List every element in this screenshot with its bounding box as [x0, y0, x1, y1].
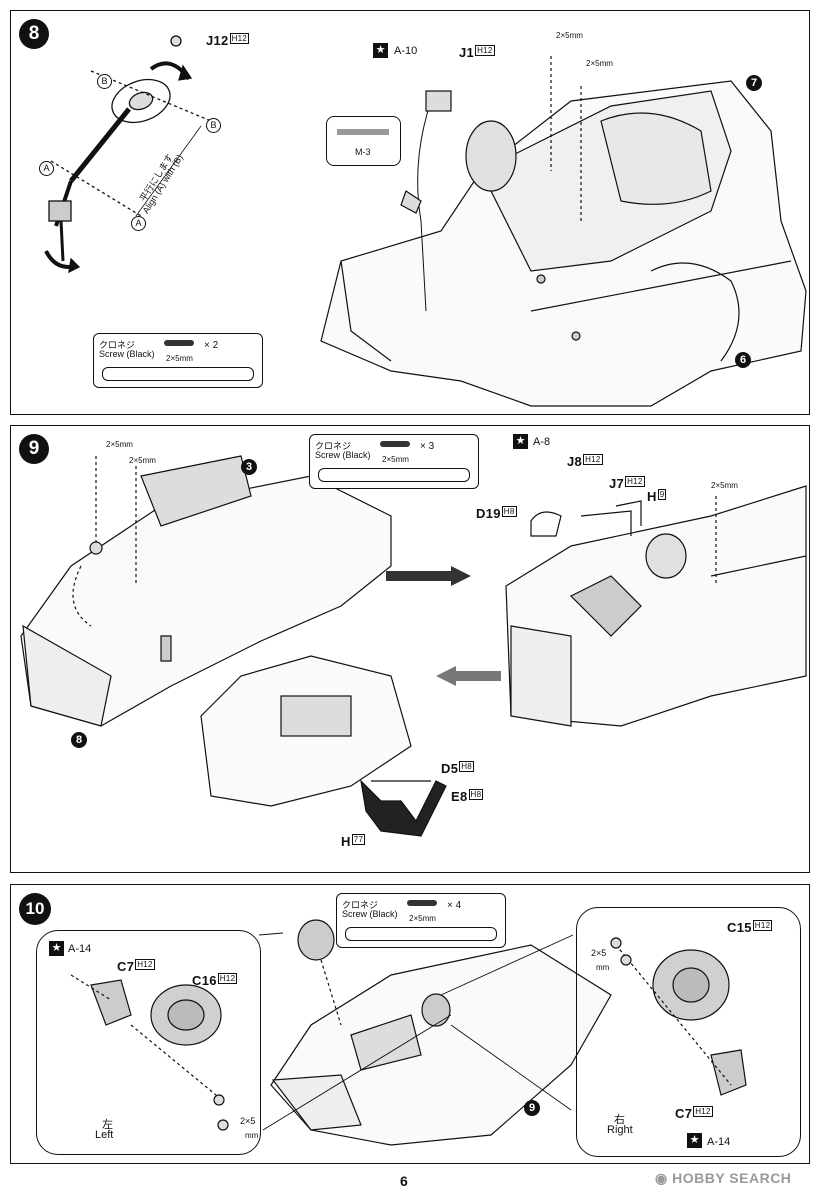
screw-size: 2×5mm — [166, 354, 193, 363]
screw-jp: クロネジ — [315, 441, 352, 451]
ref-step-7: 7 — [746, 75, 762, 91]
marker-a-left: A — [39, 161, 54, 176]
screw-en: Screw (Black) — [342, 909, 398, 919]
watermark: ◉ HOBBY SEARCH — [655, 1170, 791, 1187]
screw-size-label: 2×5mm — [129, 456, 156, 465]
watermark-text: HOBBY SEARCH — [672, 1170, 792, 1186]
part-c15: C15 — [727, 920, 752, 935]
decal-star-icon: ★ — [49, 941, 64, 956]
decal-ref: A-8 — [533, 436, 551, 448]
step-number: 9 — [19, 434, 49, 464]
screwdriver-icon — [102, 367, 254, 381]
screw-size-label: 2×5mm — [586, 59, 613, 68]
metal-bar-icon — [337, 129, 389, 135]
runner-label: H12 — [693, 1106, 713, 1117]
screw-size: 2×5 — [240, 1116, 256, 1126]
runner-label: H12 — [217, 973, 238, 984]
decal-ref: A-14 — [707, 1136, 731, 1148]
screw-icon — [407, 900, 437, 906]
screw-size: 2×5mm — [409, 914, 436, 923]
part-e8: E8 — [451, 789, 468, 804]
screw-unit: mm — [245, 1131, 259, 1140]
decal-ref: A-14 — [68, 943, 92, 955]
screw-size-label: 2×5mm — [711, 481, 738, 490]
screw-qty: × 2 — [204, 340, 219, 351]
decal-star-icon: ★ — [373, 43, 388, 58]
part-d19: D19 — [476, 506, 501, 521]
part-j7: J7 — [609, 476, 625, 491]
screw-icon — [380, 441, 410, 447]
marker-b-top: B — [97, 74, 112, 89]
step-9-panel: 9 — [10, 425, 810, 873]
screw-jp: クロネジ — [342, 900, 379, 910]
part-d5: D5 — [441, 761, 459, 776]
screw-box-step9: クロネジ Screw (Black) 2×5mm × 3 — [309, 434, 479, 489]
decal-ref: A-10 — [394, 45, 418, 57]
step-8-panel: 8 — [10, 10, 810, 415]
runner-h12: H12 — [229, 33, 250, 44]
ref-step-8: 8 — [71, 732, 87, 748]
part-c16: C16 — [192, 973, 217, 988]
metal-part-label: M-3 — [355, 147, 371, 157]
part-h77: H — [341, 834, 351, 849]
screw-icon — [164, 340, 194, 346]
runner-label: H12 — [625, 476, 645, 487]
part-j1: J1 — [459, 45, 475, 60]
part-j12: J12 — [206, 33, 229, 48]
side-en: Right — [607, 1124, 633, 1136]
screw-unit: mm — [596, 963, 610, 972]
runner-label: H8 — [501, 506, 517, 517]
side-jp: 左 — [102, 1119, 113, 1131]
runner-label: H12 — [583, 454, 603, 465]
screw-jp: クロネジ — [99, 340, 136, 350]
screw-en: Screw (Black) — [99, 349, 155, 359]
step-10-panel: 10 — [10, 884, 810, 1164]
runner-label: H8 — [468, 789, 484, 800]
part-j8: J8 — [567, 454, 583, 469]
runner-label: 77 — [351, 834, 366, 845]
runner-label: H8 — [459, 761, 475, 772]
decal-star-icon: ★ — [687, 1133, 702, 1148]
runner-label: H12 — [135, 959, 155, 970]
ref-step-9: 9 — [524, 1100, 540, 1116]
step-number: 10 — [19, 893, 51, 925]
screwdriver-icon — [318, 468, 470, 482]
ref-step-3: 3 — [241, 459, 257, 475]
watermark-logo-icon: ◉ — [655, 1170, 673, 1186]
marker-a-bottom: A — [131, 216, 146, 231]
runner-h12: H12 — [475, 45, 495, 56]
screw-en: Screw (Black) — [315, 450, 371, 460]
screw-qty: × 4 — [447, 900, 462, 911]
part-h9: H — [647, 489, 657, 504]
step-number: 8 — [19, 19, 49, 49]
screw-box-step10: クロネジ Screw (Black) 2×5mm × 4 — [336, 893, 506, 948]
step-10-illustration — [70, 919, 747, 1146]
part-c7: C7 — [117, 959, 135, 974]
metal-part-box: M-3 — [326, 116, 401, 166]
side-jp: 右 — [614, 1114, 625, 1126]
decal-star-icon: ★ — [513, 434, 528, 449]
page-number: 6 — [400, 1173, 408, 1189]
screw-size-label: 2×5mm — [106, 440, 133, 449]
part-c7: C7 — [675, 1106, 693, 1121]
step-8-illustration — [44, 35, 807, 407]
runner-label: H12 — [752, 920, 773, 931]
ref-step-6: 6 — [735, 352, 751, 368]
screw-size: 2×5mm — [382, 455, 409, 464]
screw-size: 2×5 — [591, 948, 607, 958]
screwdriver-icon — [345, 927, 497, 941]
side-en: Left — [95, 1129, 114, 1141]
runner-label: 9 — [657, 489, 667, 500]
step-9-illustration — [20, 455, 807, 837]
screw-box-step8: クロネジ Screw (Black) 2×5mm × 2 — [93, 333, 263, 388]
screw-qty: × 3 — [420, 441, 435, 452]
screw-size-label: 2×5mm — [556, 31, 583, 40]
marker-b-right: B — [206, 118, 221, 133]
